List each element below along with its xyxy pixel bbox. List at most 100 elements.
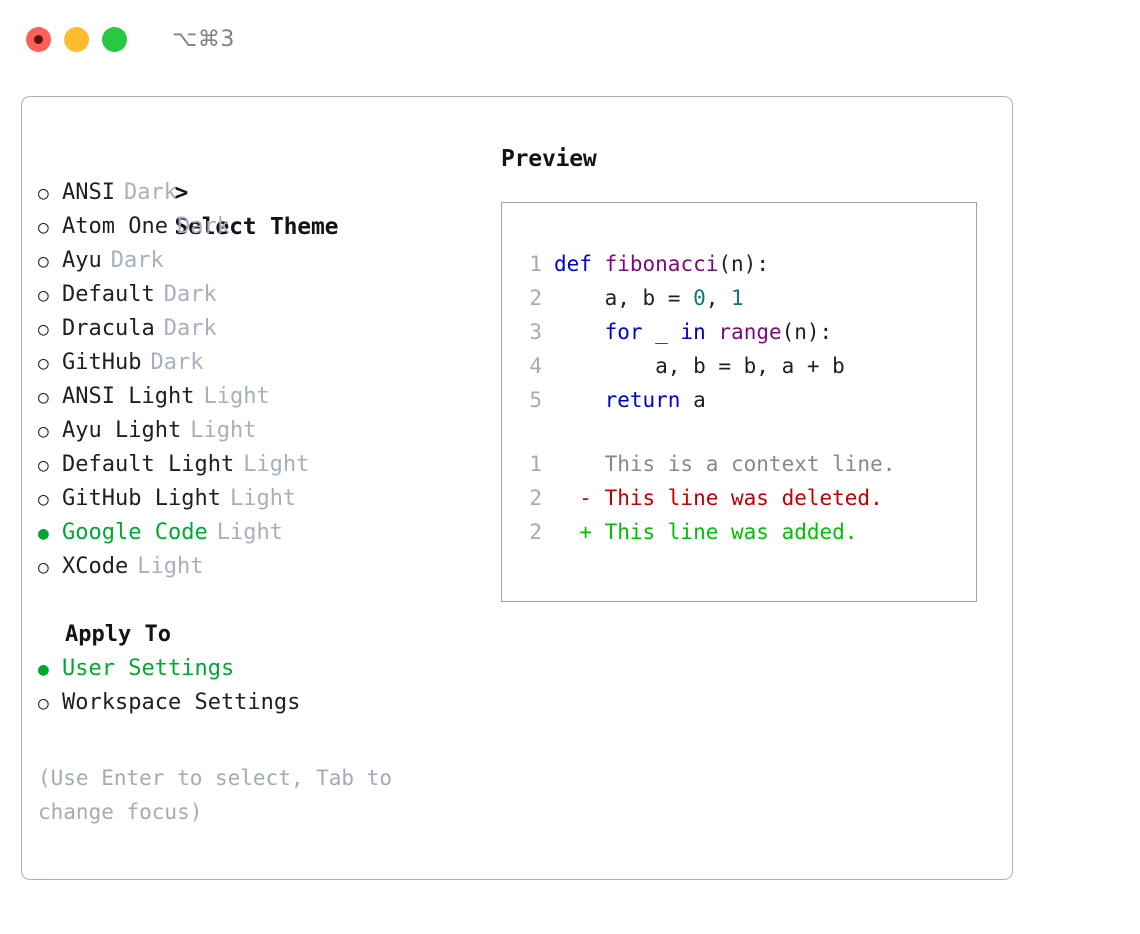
- code-token-plain: [592, 252, 605, 276]
- radio-unselected-icon: ○: [38, 285, 49, 306]
- diff-line-text: This is a context line.: [554, 452, 896, 476]
- theme-option-dracula[interactable]: ○ Dracula Dark: [38, 312, 478, 346]
- select-theme-heading: > Select Theme: [38, 142, 478, 240]
- title-bar: ⌥⌘3: [0, 0, 1140, 78]
- theme-variant-badge: Dark: [150, 350, 204, 375]
- theme-variant-badge: Dark: [163, 282, 217, 307]
- diff-line-text: - This line was deleted.: [554, 486, 883, 510]
- preview-heading: Preview: [501, 146, 597, 172]
- code-token-plain: a, b =: [604, 286, 694, 310]
- select-theme-label: Select Theme: [174, 214, 339, 240]
- list-spacer: [38, 584, 478, 618]
- theme-option-label: ANSI Light: [62, 384, 195, 409]
- diff-line-number: 2: [529, 486, 542, 510]
- radio-unselected-icon: ○: [38, 319, 49, 340]
- code-line-number: 5: [529, 388, 542, 412]
- radio-unselected-icon: ○: [38, 183, 49, 204]
- apply-to-option-user-settings[interactable]: ● User Settings: [38, 652, 478, 686]
- theme-option-github-light[interactable]: ○ GitHub Light Light: [38, 482, 478, 516]
- radio-selected-icon: ●: [38, 523, 49, 544]
- focus-caret-icon: >: [174, 180, 189, 206]
- radio-unselected-icon: ○: [38, 489, 49, 510]
- theme-variant-badge: Dark: [123, 180, 177, 205]
- code-token-kw: for: [604, 320, 643, 344]
- theme-option-label: Default Light: [62, 452, 235, 477]
- code-line-number: 2: [529, 286, 542, 310]
- code-line-number: 3: [529, 320, 542, 344]
- radio-unselected-icon: ○: [38, 421, 49, 442]
- theme-variant-badge: Light: [243, 452, 310, 477]
- apply-to-option-workspace-settings[interactable]: ○ Workspace Settings: [38, 686, 478, 720]
- theme-option-ansi[interactable]: ○ ANSI Dark: [38, 176, 478, 210]
- radio-unselected-icon: ○: [38, 693, 49, 714]
- minimize-button-icon[interactable]: [64, 26, 89, 52]
- code-line-text: def fibonacci(n):: [554, 247, 769, 281]
- theme-variant-badge: Dark: [176, 214, 230, 239]
- code-line-text: for _ in range(n):: [554, 315, 833, 349]
- theme-variant-badge: Dark: [110, 248, 164, 273]
- close-button-icon[interactable]: [26, 26, 51, 52]
- theme-option-label: GitHub: [62, 350, 142, 375]
- diff-line-del: 2 - This line was deleted.: [520, 481, 976, 515]
- code-token-plain: [706, 320, 719, 344]
- code-token-fn: fibonacci: [604, 252, 719, 276]
- theme-option-label: XCode: [62, 554, 129, 579]
- diff-sample: 1 This is a context line.2 - This line w…: [520, 447, 976, 549]
- keyboard-hint-text: (Use Enter to select, Tab to change focu…: [38, 766, 405, 824]
- code-line-number: 1: [529, 252, 542, 276]
- apply-to-option-label: Workspace Settings: [62, 690, 301, 715]
- code-token-num: 0: [693, 286, 706, 310]
- code-line-text: a, b = b, a + b: [554, 349, 845, 383]
- theme-option-default-light[interactable]: ○ Default Light Light: [38, 448, 478, 482]
- code-line: 4 a, b = b, a + b: [520, 349, 976, 383]
- radio-unselected-icon: ○: [38, 557, 49, 578]
- code-token-kw: def: [554, 252, 592, 276]
- theme-option-label: Dracula: [62, 316, 155, 341]
- maximize-button-icon[interactable]: [102, 26, 127, 52]
- diff-line-number: 2: [529, 520, 542, 544]
- code-line: 3 for _ in range(n):: [520, 315, 976, 349]
- code-token-plain: ,: [705, 286, 732, 310]
- theme-option-label: GitHub Light: [62, 486, 221, 511]
- diff-line-number: 1: [529, 452, 542, 476]
- theme-option-label: Atom One: [62, 214, 168, 239]
- apply-to-heading: Apply To: [65, 622, 171, 647]
- theme-variant-badge: Light: [216, 520, 283, 545]
- theme-variant-badge: Light: [137, 554, 204, 579]
- theme-variant-badge: Light: [203, 384, 270, 409]
- code-line: 2 a, b = 0, 1: [520, 281, 976, 315]
- code-line-text: return a: [554, 383, 706, 417]
- code-line: 5 return a: [520, 383, 976, 417]
- theme-option-github[interactable]: ○ GitHub Dark: [38, 346, 478, 380]
- radio-unselected-icon: ○: [38, 353, 49, 374]
- diff-line-text: + This line was added.: [554, 520, 858, 544]
- code-token-plain: (n):: [718, 252, 769, 276]
- theme-option-xcode[interactable]: ○ XCode Light: [38, 550, 478, 584]
- theme-option-label: Ayu: [62, 248, 102, 273]
- code-line: 1 def fibonacci(n):: [520, 247, 976, 281]
- theme-option-label: ANSI: [62, 180, 115, 205]
- apply-to-option-label: User Settings: [62, 656, 235, 681]
- diff-line-add: 2 + This line was added.: [520, 515, 976, 549]
- theme-variant-badge: Dark: [163, 316, 217, 341]
- code-token-num: 1: [731, 286, 744, 310]
- theme-variant-badge: Light: [229, 486, 297, 511]
- traffic-light-buttons: [26, 26, 127, 52]
- radio-selected-icon: ●: [38, 659, 49, 680]
- code-token-fn: range: [718, 320, 782, 344]
- diff-line-ctx: 1 This is a context line.: [520, 447, 976, 481]
- keyboard-shortcut-label: ⌥⌘3: [172, 26, 235, 52]
- theme-option-label: Ayu Light: [62, 418, 182, 443]
- code-token-plain: a: [680, 388, 706, 412]
- radio-unselected-icon: ○: [38, 455, 49, 476]
